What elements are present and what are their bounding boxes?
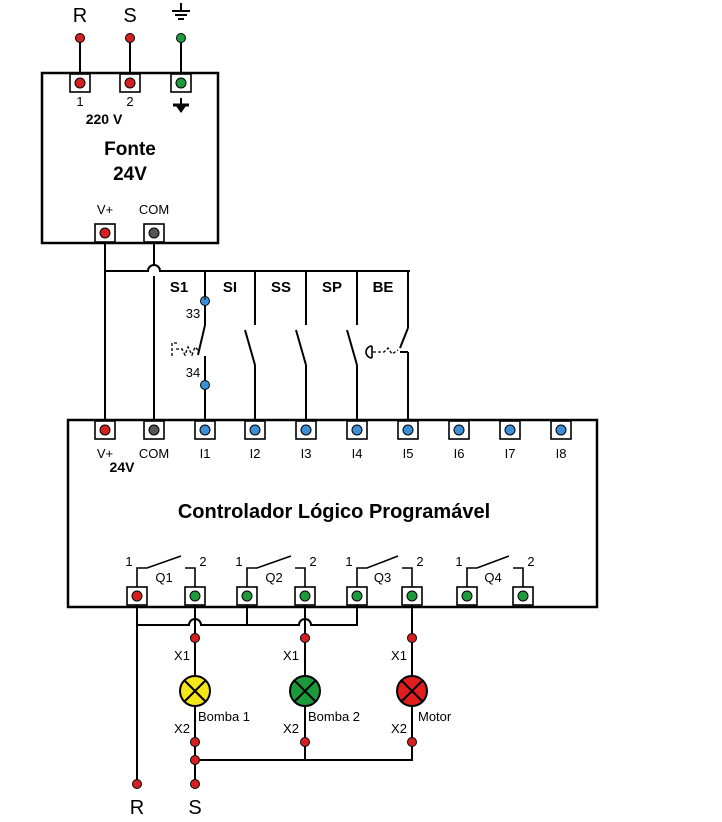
bomba2-x1-dot [300,633,310,643]
fonte-ground-icon [173,98,189,113]
clp-input-label: I2 [250,446,261,461]
output-label: Q1 [155,570,172,585]
bomba2-x1-label: X1 [283,648,299,663]
s1-terminal-33-label: 33 [186,306,200,321]
fonte-terminal-1[interactable] [69,73,91,93]
clp-input-label: I8 [556,446,567,461]
clp-input-terminals: I1 I2 I3 I4 I5 I6 I7 I8 [194,420,572,461]
clp-input-terminal-i5[interactable]: I5 [397,420,419,461]
s1-terminal-34-label: 34 [186,365,200,380]
clp-input-terminal-i1[interactable]: I1 [194,420,216,461]
contact-2-label: 2 [199,554,206,569]
clp-title: Controlador Lógico Programável [178,501,490,523]
switch-sp-label: SP [322,279,342,296]
fonte-com-label: COM [139,202,169,217]
switch-si-label: SI [223,279,237,296]
supply-s-dot [125,33,135,43]
clp-input-terminal-i7[interactable]: I7 [499,420,521,461]
clp-output-q1[interactable]: 1 2Q1 [125,554,207,606]
supply-r-dot [75,33,85,43]
fonte-voltage: 220 V [86,111,123,127]
switch-s1-label: S1 [170,279,188,296]
clp-input-terminal-i6[interactable]: I6 [448,420,470,461]
clp-com-label: COM [139,446,169,461]
bomba2-x2-dot [300,737,310,747]
switch-ss-label: SS [271,279,291,296]
s-bus-dot [190,755,200,765]
contact-1-label: 1 [455,554,462,569]
s1-terminal-34 [200,380,210,390]
motor-x2-label: X2 [391,721,407,736]
fonte-terminal-2[interactable] [119,73,141,93]
motor-x1-dot [407,633,417,643]
fonte-terminal-com[interactable] [143,223,165,243]
fonte-vplus-label: V+ [97,202,113,217]
fonte-terminal-ground[interactable] [170,73,192,93]
supply-s-label: S [123,5,136,27]
output-label: Q2 [265,570,282,585]
clp-terminal-vplus[interactable] [94,420,116,440]
fonte-terminal-1-label: 1 [76,94,83,109]
bottom-s-dot [190,779,200,789]
clp-input-terminal-i3[interactable]: I3 [295,420,317,461]
supply-r-label: R [73,5,87,27]
switch-be-label: BE [373,279,394,296]
bomba2-x2-label: X2 [283,721,299,736]
bomba2-lamp-icon[interactable] [289,675,321,707]
bomba1-x1-label: X1 [174,648,190,663]
clp-input-label: I6 [454,446,465,461]
s1-actuator-icon [171,342,199,357]
contact-2-label: 2 [416,554,423,569]
fonte-box [40,71,220,245]
clp-terminal-com[interactable] [143,420,165,440]
supply-ground-dot [176,33,186,43]
fonte-terminal-2-label: 2 [126,94,133,109]
motor-x1-label: X1 [391,648,407,663]
clp-output-q2[interactable]: 1 2Q2 [235,554,317,606]
contact-1-label: 1 [125,554,132,569]
clp-input-label: I4 [352,446,363,461]
clp-output-q4[interactable]: 1 2Q4 [455,554,535,606]
fonte-title-line2: 24V [113,164,147,185]
clp-input-terminal-i4[interactable]: I4 [346,420,368,461]
contact-1-label: 1 [235,554,242,569]
output-label: Q4 [484,570,501,585]
ground-icon [172,3,190,20]
contact-2-label: 2 [527,554,534,569]
motor-lamp-icon[interactable] [396,675,428,707]
bomba1-x2-dot [190,737,200,747]
bomba2-label: Bomba 2 [308,709,360,724]
bottom-r-label: R [130,797,144,819]
clp-input-label: I5 [403,446,414,461]
bottom-s-label: S [188,797,201,819]
contact-2-label: 2 [309,554,316,569]
clp-input-label: I7 [505,446,516,461]
input-switch-wires [197,271,409,424]
be-pushbutton-icon [365,345,399,359]
power-wires [104,242,410,424]
clp-input-label: I1 [200,446,211,461]
fonte-title-line1: Fonte [104,139,156,160]
clp-output-contacts: 1 2Q1 1 2Q2 1 2Q3 1 2Q4 [125,554,535,606]
motor-label: Motor [418,709,452,724]
bomba1-x1-dot [190,633,200,643]
bottom-r-dot [132,779,142,789]
motor-x2-dot [407,737,417,747]
output-label: Q3 [374,570,391,585]
clp-voltage-label: 24V [110,459,136,475]
bomba1-label: Bomba 1 [198,709,250,724]
output-wires [136,605,413,783]
clp-input-terminal-i2[interactable]: I2 [244,420,266,461]
clp-box [66,418,599,609]
bomba1-x2-label: X2 [174,721,190,736]
clp-input-label: I3 [301,446,312,461]
bomba1-lamp-icon[interactable] [179,675,211,707]
clp-input-terminal-i8[interactable]: I8 [550,420,572,461]
clp-vplus-label: V+ [97,446,113,461]
fonte-terminal-vplus[interactable] [94,223,116,243]
contact-1-label: 1 [345,554,352,569]
